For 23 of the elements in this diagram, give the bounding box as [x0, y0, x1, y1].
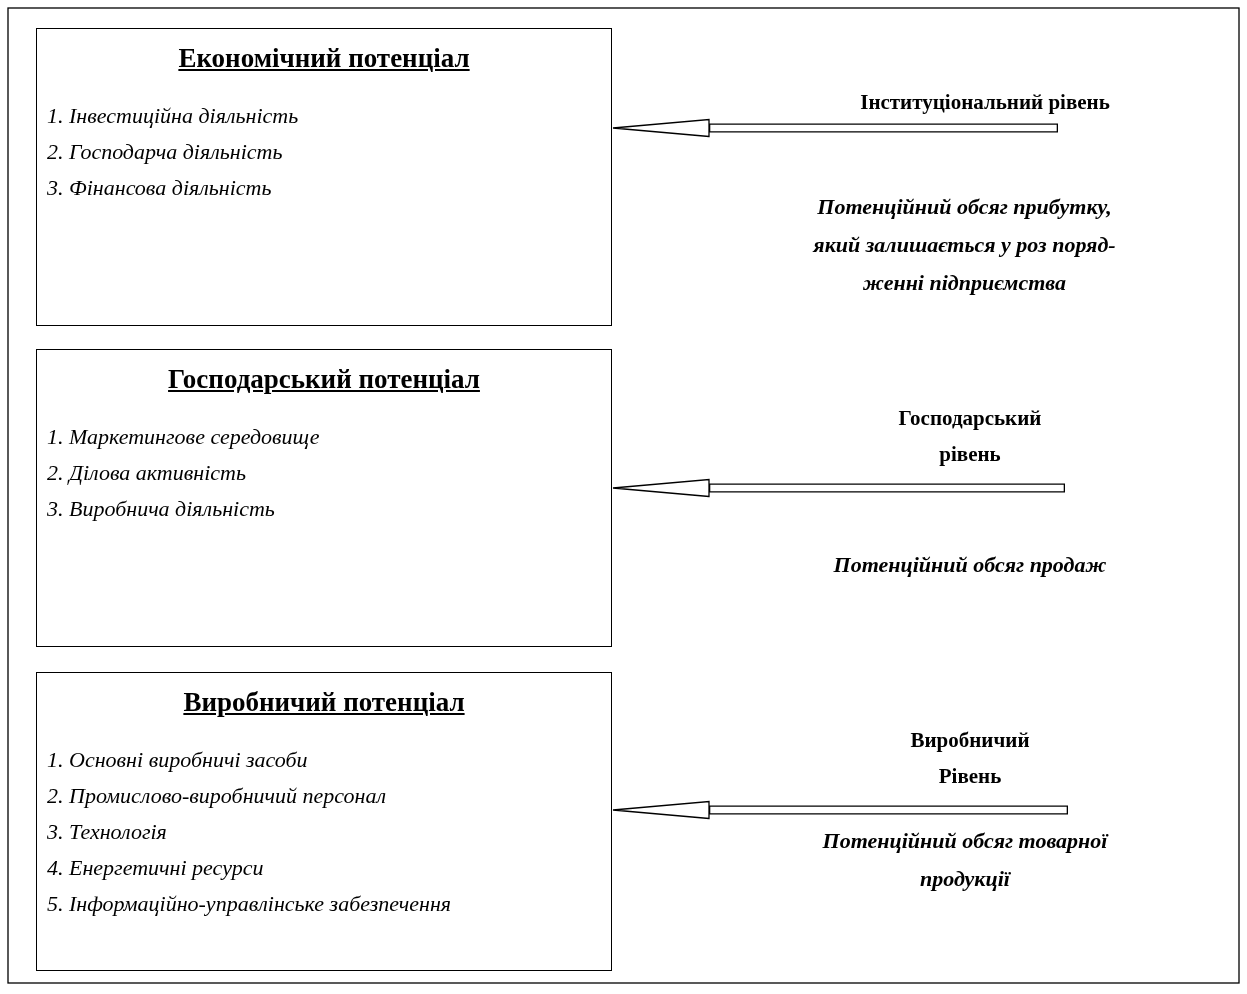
- potential-box: [36, 349, 612, 647]
- list-item: 3. Технологія: [47, 818, 168, 846]
- list-item: 1. Основні виробничі засоби: [47, 746, 309, 774]
- list-item: 2. Ділова активність: [47, 459, 247, 487]
- potential-box: [36, 672, 612, 971]
- list-item: 3. Фінансова діяльність: [47, 174, 273, 202]
- box-heading: Виробничий потенціал: [182, 687, 466, 718]
- box-heading: Господарський потенціал: [167, 364, 481, 395]
- box-heading: Економічний потенціал: [177, 43, 471, 74]
- list-item: 3. Виробнича діяльність: [47, 495, 276, 523]
- list-item: 2. Господарча діяльність: [47, 138, 284, 166]
- list-item: 5. Інформаційно-управлінське забезпечення: [47, 890, 453, 918]
- description-text: Потенційний обсяг продаж: [832, 551, 1108, 579]
- list-item: 4. Енергетичні ресурси: [47, 854, 265, 882]
- list-item: 1. Маркетингове середовище: [47, 423, 321, 451]
- level-label: Господарський рівень: [897, 405, 1043, 468]
- list-item: 1. Інвестиційна діяльність: [47, 102, 300, 130]
- description-text: Потенційний обсяг товарної продукції: [821, 827, 1110, 893]
- potential-box: [36, 28, 612, 326]
- level-label: Виробничий Рівень: [909, 727, 1031, 790]
- level-label: Інституціональний рівень: [859, 89, 1111, 116]
- description-text: Потенційний обсяг прибутку, який залишається у роз поряд- женні підприємства: [811, 193, 1117, 297]
- list-item: 2. Промислово-виробничий персонал: [47, 782, 388, 810]
